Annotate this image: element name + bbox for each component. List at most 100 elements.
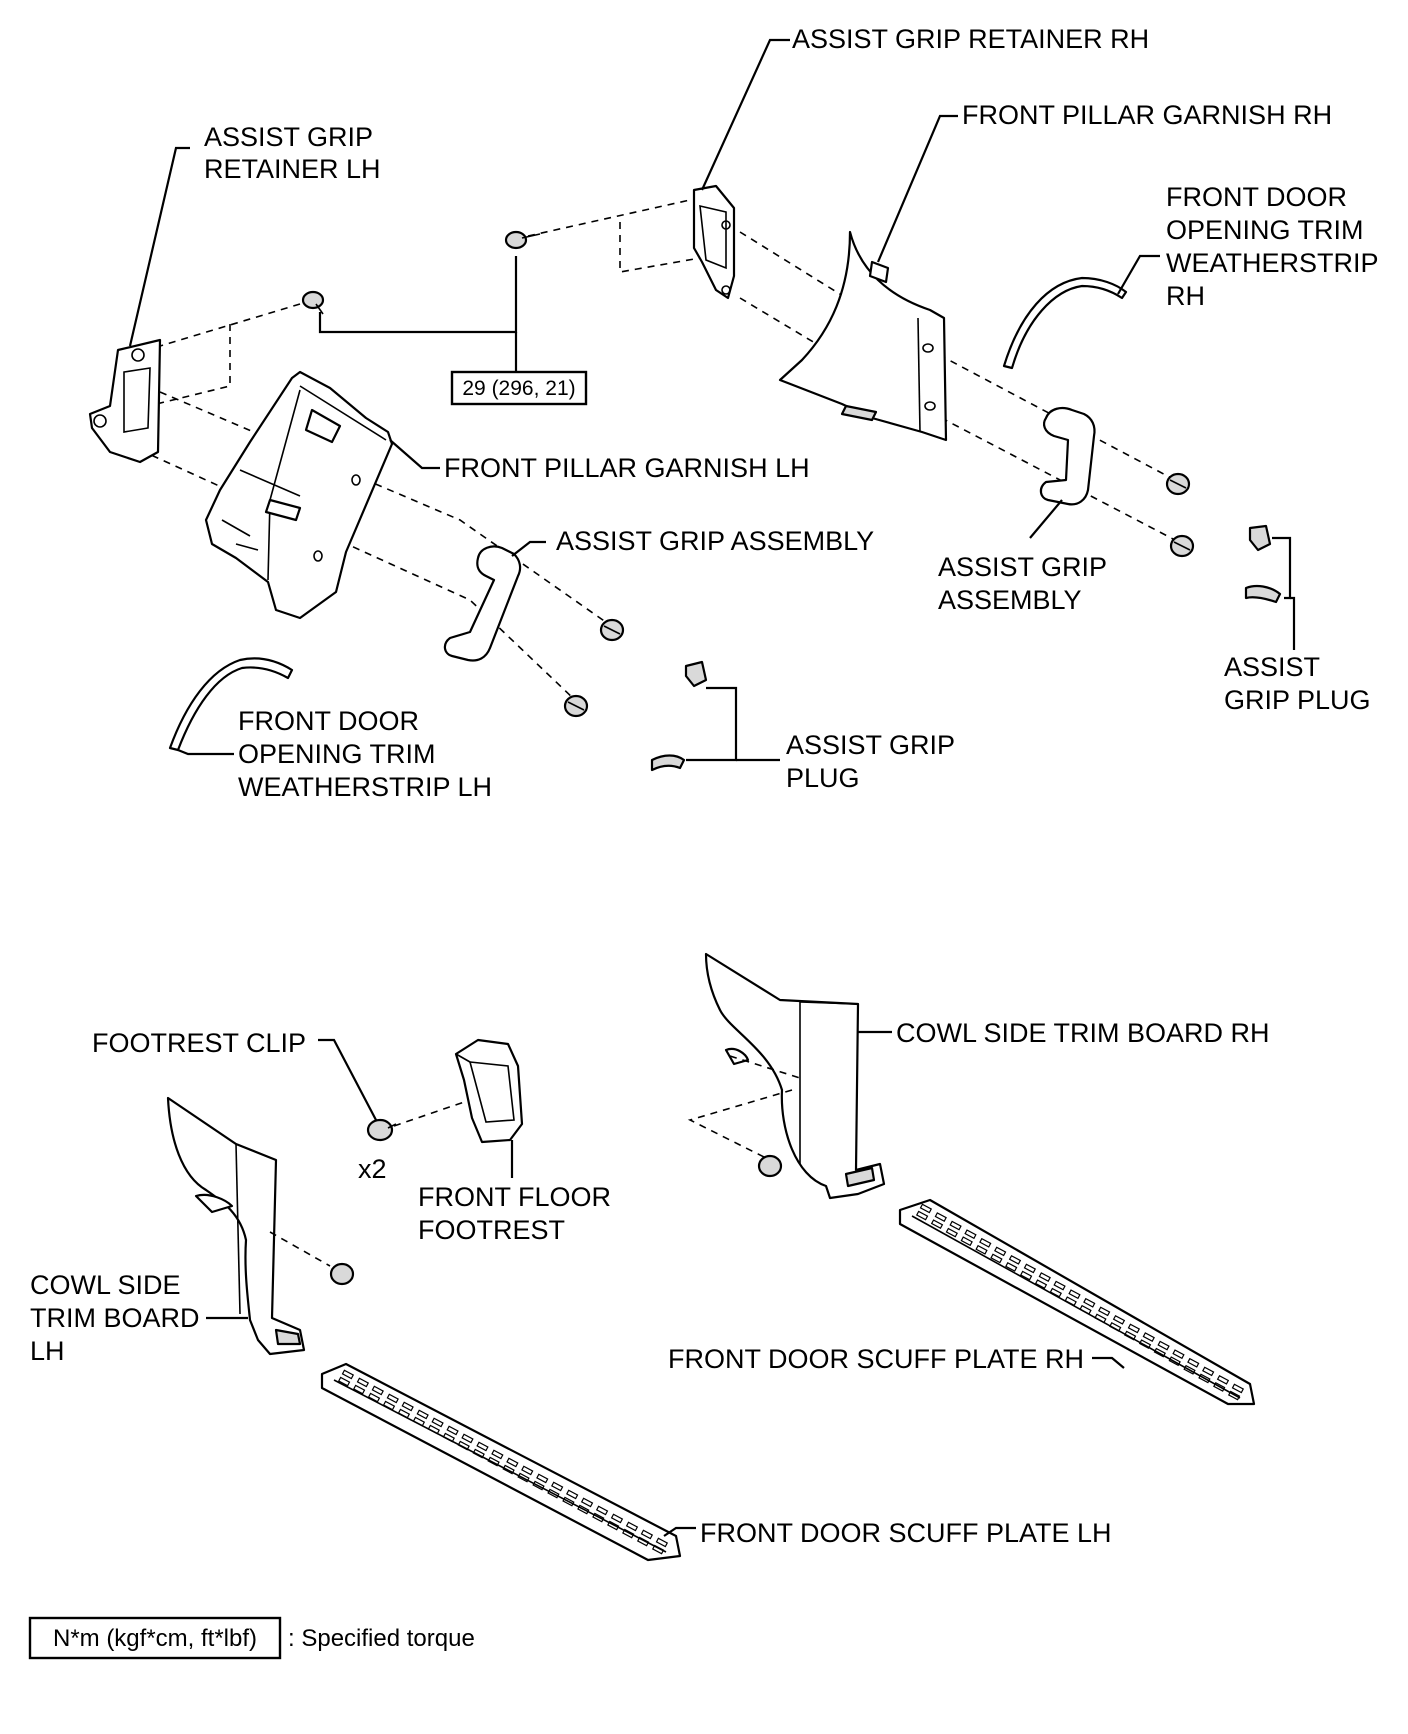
tread-mark [1094, 1313, 1107, 1324]
tread-mark [341, 1369, 355, 1380]
label-assist-grip-plug-rh-1: ASSIST [1224, 652, 1320, 682]
tread-mark [427, 1424, 440, 1435]
tread-mark [431, 1417, 444, 1428]
label-assist-grip-retainer-lh-1: ASSIST GRIP [204, 122, 373, 152]
tread-mark [397, 1408, 411, 1419]
tread-mark [990, 1253, 1003, 1264]
tread-mark [592, 1512, 605, 1523]
tread-mark [915, 1210, 929, 1221]
label-footrest-clip: FOOTREST CLIP [92, 1028, 306, 1058]
label-front-pillar-garnish-rh: FRONT PILLAR GARNISH RH [962, 100, 1332, 130]
tread-mark [517, 1472, 530, 1483]
tread-mark [651, 1544, 665, 1555]
tread-mark [491, 1449, 504, 1460]
tread-mark [1198, 1373, 1211, 1384]
cowl-side-trim-board-rh-part [687, 952, 886, 1200]
torque-legend: N*m (kgf*cm, ft*lbf) : Specified torque [28, 1616, 475, 1660]
tread-mark [945, 1227, 958, 1238]
label-assist-grip-assembly-rh-1: ASSIST GRIP [938, 552, 1107, 582]
assist-grip-plug-rh-part [1244, 524, 1296, 650]
tread-mark [610, 1513, 624, 1524]
tread-mark [607, 1520, 620, 1531]
tread-mark [382, 1400, 396, 1411]
label-weatherstrip-rh-2: OPENING TRIM [1166, 215, 1364, 245]
tread-mark [367, 1392, 381, 1403]
legend-units: N*m (kgf*cm, ft*lbf) [53, 1625, 257, 1652]
bolt-upper-center [504, 230, 541, 250]
tread-mark [521, 1465, 534, 1476]
scuff-pattern-rh [915, 1203, 1245, 1401]
label-footrest-clip-qty: x2 [358, 1154, 387, 1184]
label-assist-grip-plug-lh-2: PLUG [786, 763, 860, 793]
label-front-pillar-garnish-lh: FRONT PILLAR GARNISH LH [444, 453, 810, 483]
front-door-scuff-plate-rh-part [898, 1198, 1256, 1406]
tread-mark [472, 1448, 485, 1459]
clip-cowl-lh [329, 1262, 355, 1286]
label-cowl-side-trim-board-rh: COWL SIDE TRIM BOARD RH [896, 1018, 1270, 1048]
tread-mark [532, 1480, 545, 1491]
tread-mark [487, 1456, 500, 1467]
tread-mark [502, 1464, 515, 1475]
tread-mark [461, 1433, 474, 1444]
tread-mark [476, 1441, 489, 1452]
front-pillar-garnish-rh-part [778, 230, 948, 442]
tread-mark [1168, 1356, 1181, 1367]
tread-mark [1098, 1306, 1111, 1317]
tread-mark [640, 1529, 654, 1540]
label-cowl-side-trim-board-lh-1: COWL SIDE [30, 1270, 181, 1300]
assist-grip-plug-lh-part [650, 660, 780, 772]
tread-mark [1142, 1332, 1155, 1342]
tread-mark [416, 1409, 429, 1420]
label-weatherstrip-lh-3: WEATHERSTRIP LH [238, 772, 492, 802]
label-assist-grip-retainer-rh: ASSIST GRIP RETAINER RH [792, 24, 1149, 54]
tread-mark [960, 1236, 973, 1247]
label-assist-grip-assembly-rh-2: ASSEMBLY [938, 585, 1082, 615]
label-assist-grip-retainer-lh-2: RETAINER LH [204, 154, 381, 184]
assist-grip-retainer-rh-part [692, 184, 736, 300]
weatherstrip-lh-part [168, 657, 294, 752]
torque-value: 29 (296, 21) [462, 377, 575, 400]
torque-callout: 29 (296, 21) [318, 256, 588, 406]
tread-mark [1127, 1323, 1141, 1334]
tread-mark [1005, 1262, 1018, 1272]
tread-mark [1064, 1296, 1077, 1307]
tread-mark [964, 1229, 977, 1240]
leader-lines-upper [128, 38, 1160, 756]
tread-mark [412, 1416, 426, 1427]
label-front-floor-footrest-1: FRONT FLOOR [418, 1182, 611, 1212]
front-door-scuff-plate-lh-part [320, 1362, 682, 1562]
label-weatherstrip-lh-2: OPENING TRIM [238, 739, 436, 769]
assist-grip-assembly-lh-part [443, 545, 522, 662]
tread-mark [1123, 1330, 1137, 1341]
tread-mark [337, 1376, 351, 1387]
scuff-pattern-lh [337, 1369, 669, 1555]
bolt-grip-rh-2 [1169, 534, 1195, 558]
tread-mark [386, 1393, 399, 1404]
tread-mark [1216, 1374, 1230, 1385]
label-weatherstrip-rh-1: FRONT DOOR [1166, 182, 1347, 212]
label-weatherstrip-lh-1: FRONT DOOR [238, 706, 419, 736]
label-front-floor-footrest-2: FOOTREST [418, 1215, 565, 1245]
tread-mark [1157, 1340, 1170, 1351]
tread-mark [1053, 1280, 1066, 1291]
tread-mark [1068, 1289, 1081, 1300]
label-assist-grip-plug-rh-2: GRIP PLUG [1224, 685, 1371, 715]
tread-mark [1153, 1347, 1166, 1358]
tread-mark [371, 1385, 384, 1396]
label-cowl-side-trim-board-lh-3: LH [30, 1336, 65, 1366]
tread-mark [1231, 1383, 1245, 1394]
tread-mark [1213, 1382, 1226, 1392]
label-front-door-scuff-plate-rh: FRONT DOOR SCUFF PLATE RH [668, 1344, 1084, 1374]
tread-mark [1023, 1263, 1037, 1274]
assist-grip-assembly-rh-part [1039, 407, 1096, 506]
tread-mark [1034, 1279, 1048, 1290]
tread-mark [580, 1497, 594, 1508]
tread-mark [919, 1203, 933, 1214]
tread-mark [1202, 1366, 1215, 1377]
tread-mark [1138, 1339, 1152, 1350]
tread-mark [352, 1384, 366, 1395]
tread-mark [401, 1401, 414, 1412]
label-front-door-scuff-plate-lh: FRONT DOOR SCUFF PLATE LH [700, 1518, 1112, 1548]
cowl-side-trim-board-lh-part [166, 1096, 331, 1356]
front-pillar-garnish-lh-part [204, 370, 394, 620]
